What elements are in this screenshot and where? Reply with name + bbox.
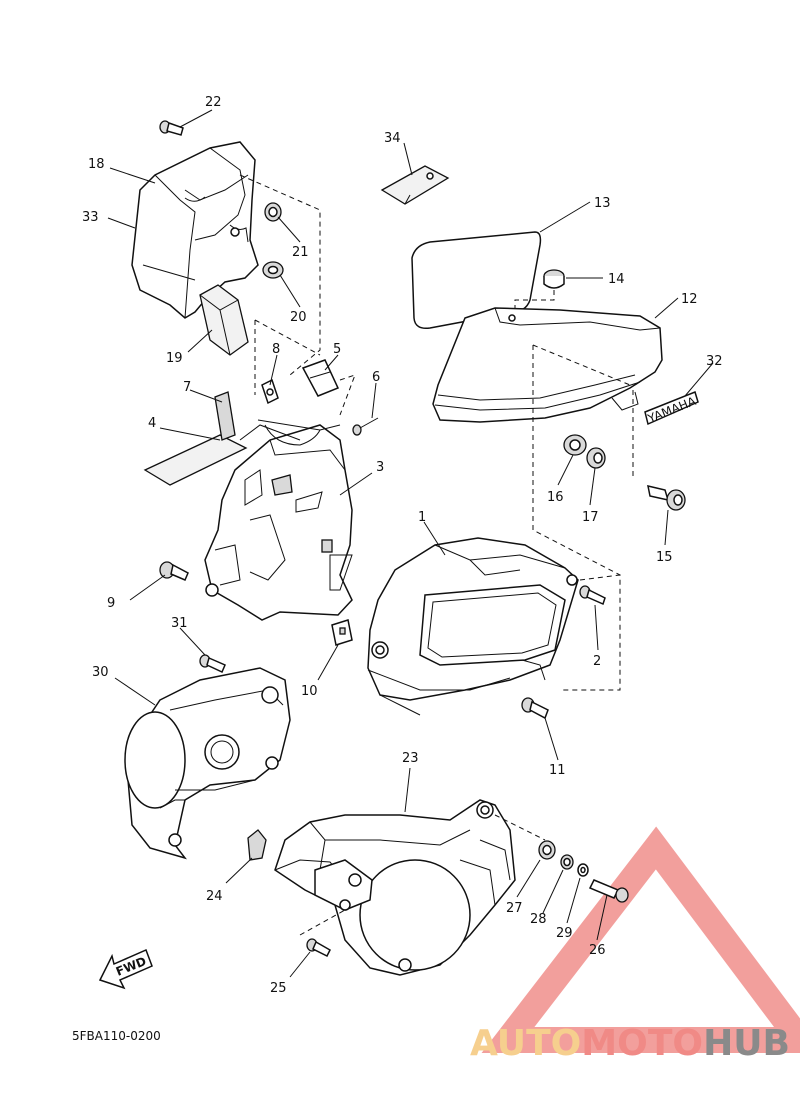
part-7-pad bbox=[214, 391, 236, 441]
label-part-24: 24 bbox=[206, 889, 223, 904]
watermark-logo-triangle bbox=[481, 826, 800, 1053]
part-2-bolt bbox=[579, 585, 606, 606]
part-6-pin bbox=[352, 417, 379, 436]
label-part-5: 5 bbox=[333, 342, 341, 357]
part-32-decal: YAMAHA bbox=[644, 390, 699, 427]
label-part-8: 8 bbox=[272, 342, 280, 357]
watermark-auto: AUTO bbox=[470, 1023, 581, 1064]
label-part-6: 6 bbox=[372, 370, 380, 385]
diagram-code: 5FBA110-0200 bbox=[72, 1029, 161, 1043]
label-part-18: 18 bbox=[88, 157, 105, 172]
part-16-nut bbox=[563, 434, 587, 456]
part-24-grommet bbox=[247, 829, 267, 861]
label-part-4: 4 bbox=[148, 416, 156, 431]
part-34-clip bbox=[380, 165, 450, 205]
label-part-12: 12 bbox=[681, 292, 698, 307]
part-17-collar bbox=[586, 447, 606, 469]
label-part-14: 14 bbox=[608, 272, 625, 287]
label-part-10: 10 bbox=[301, 684, 318, 699]
part-14-grommet bbox=[514, 269, 565, 310]
part-8-clip bbox=[261, 378, 279, 405]
svg-text:AUTOMOTOHUB: AUTOMOTOHUB bbox=[470, 1023, 790, 1064]
part-15-fastener bbox=[647, 485, 686, 511]
label-part-20: 20 bbox=[290, 310, 307, 325]
part-5-clip bbox=[301, 359, 340, 397]
part-13-panel bbox=[411, 231, 542, 330]
label-part-25: 25 bbox=[270, 981, 287, 996]
part-22-screw bbox=[159, 120, 184, 136]
part-21-grommet bbox=[264, 202, 282, 222]
part-20-grommet bbox=[262, 261, 284, 279]
part-4-pad bbox=[143, 434, 248, 486]
label-part-11: 11 bbox=[549, 763, 566, 778]
label-part-33: 33 bbox=[82, 210, 99, 225]
label-part-7: 7 bbox=[183, 380, 191, 395]
label-part-30: 30 bbox=[92, 665, 109, 680]
watermark-hub: HUB bbox=[703, 1023, 790, 1064]
leader-lines bbox=[107, 109, 714, 978]
part-31-bolt bbox=[199, 654, 226, 674]
label-part-17: 17 bbox=[582, 510, 599, 525]
decal-text: YAMAHA bbox=[645, 394, 699, 427]
part-27-collar bbox=[538, 840, 556, 860]
label-part-27: 27 bbox=[506, 901, 523, 916]
watermark-logo-text: AUTOMOTOHUB bbox=[470, 1023, 790, 1064]
part-12-side-cover bbox=[432, 307, 663, 423]
part-number-labels: 22 18 33 21 20 19 34 13 14 12 32 8 5 7 6… bbox=[82, 95, 723, 996]
part-23-cover bbox=[274, 799, 516, 976]
label-part-31: 31 bbox=[171, 616, 188, 631]
part-25-bolt bbox=[306, 938, 331, 958]
part-10-clip bbox=[331, 619, 353, 646]
label-part-1: 1 bbox=[418, 510, 426, 525]
part-29-washer bbox=[577, 863, 589, 877]
label-part-29: 29 bbox=[556, 926, 573, 941]
part-9-bolt bbox=[159, 561, 189, 581]
label-part-34: 34 bbox=[384, 131, 401, 146]
label-part-21: 21 bbox=[292, 245, 309, 260]
label-part-19: 19 bbox=[166, 351, 183, 366]
part-3-bracket bbox=[204, 419, 353, 621]
part-28-bush bbox=[560, 854, 574, 870]
label-part-16: 16 bbox=[547, 490, 564, 505]
label-part-23: 23 bbox=[402, 751, 419, 766]
part-30-cover bbox=[124, 667, 291, 860]
part-18-cover bbox=[131, 141, 259, 319]
label-part-15: 15 bbox=[656, 550, 673, 565]
label-part-3: 3 bbox=[376, 460, 384, 475]
label-part-28: 28 bbox=[530, 912, 547, 927]
label-part-13: 13 bbox=[594, 196, 611, 211]
label-part-32: 32 bbox=[706, 354, 723, 369]
fwd-arrow: FWD bbox=[98, 948, 153, 990]
part-1-airbox bbox=[367, 537, 579, 716]
part-19-pad bbox=[199, 284, 249, 356]
label-part-26: 26 bbox=[589, 943, 606, 958]
part-26-bolt bbox=[588, 879, 629, 903]
part-11-bolt bbox=[521, 697, 549, 720]
label-part-2: 2 bbox=[593, 654, 601, 669]
watermark-moto: MOTO bbox=[581, 1023, 703, 1064]
label-part-22: 22 bbox=[205, 95, 222, 110]
label-part-9: 9 bbox=[107, 596, 115, 611]
